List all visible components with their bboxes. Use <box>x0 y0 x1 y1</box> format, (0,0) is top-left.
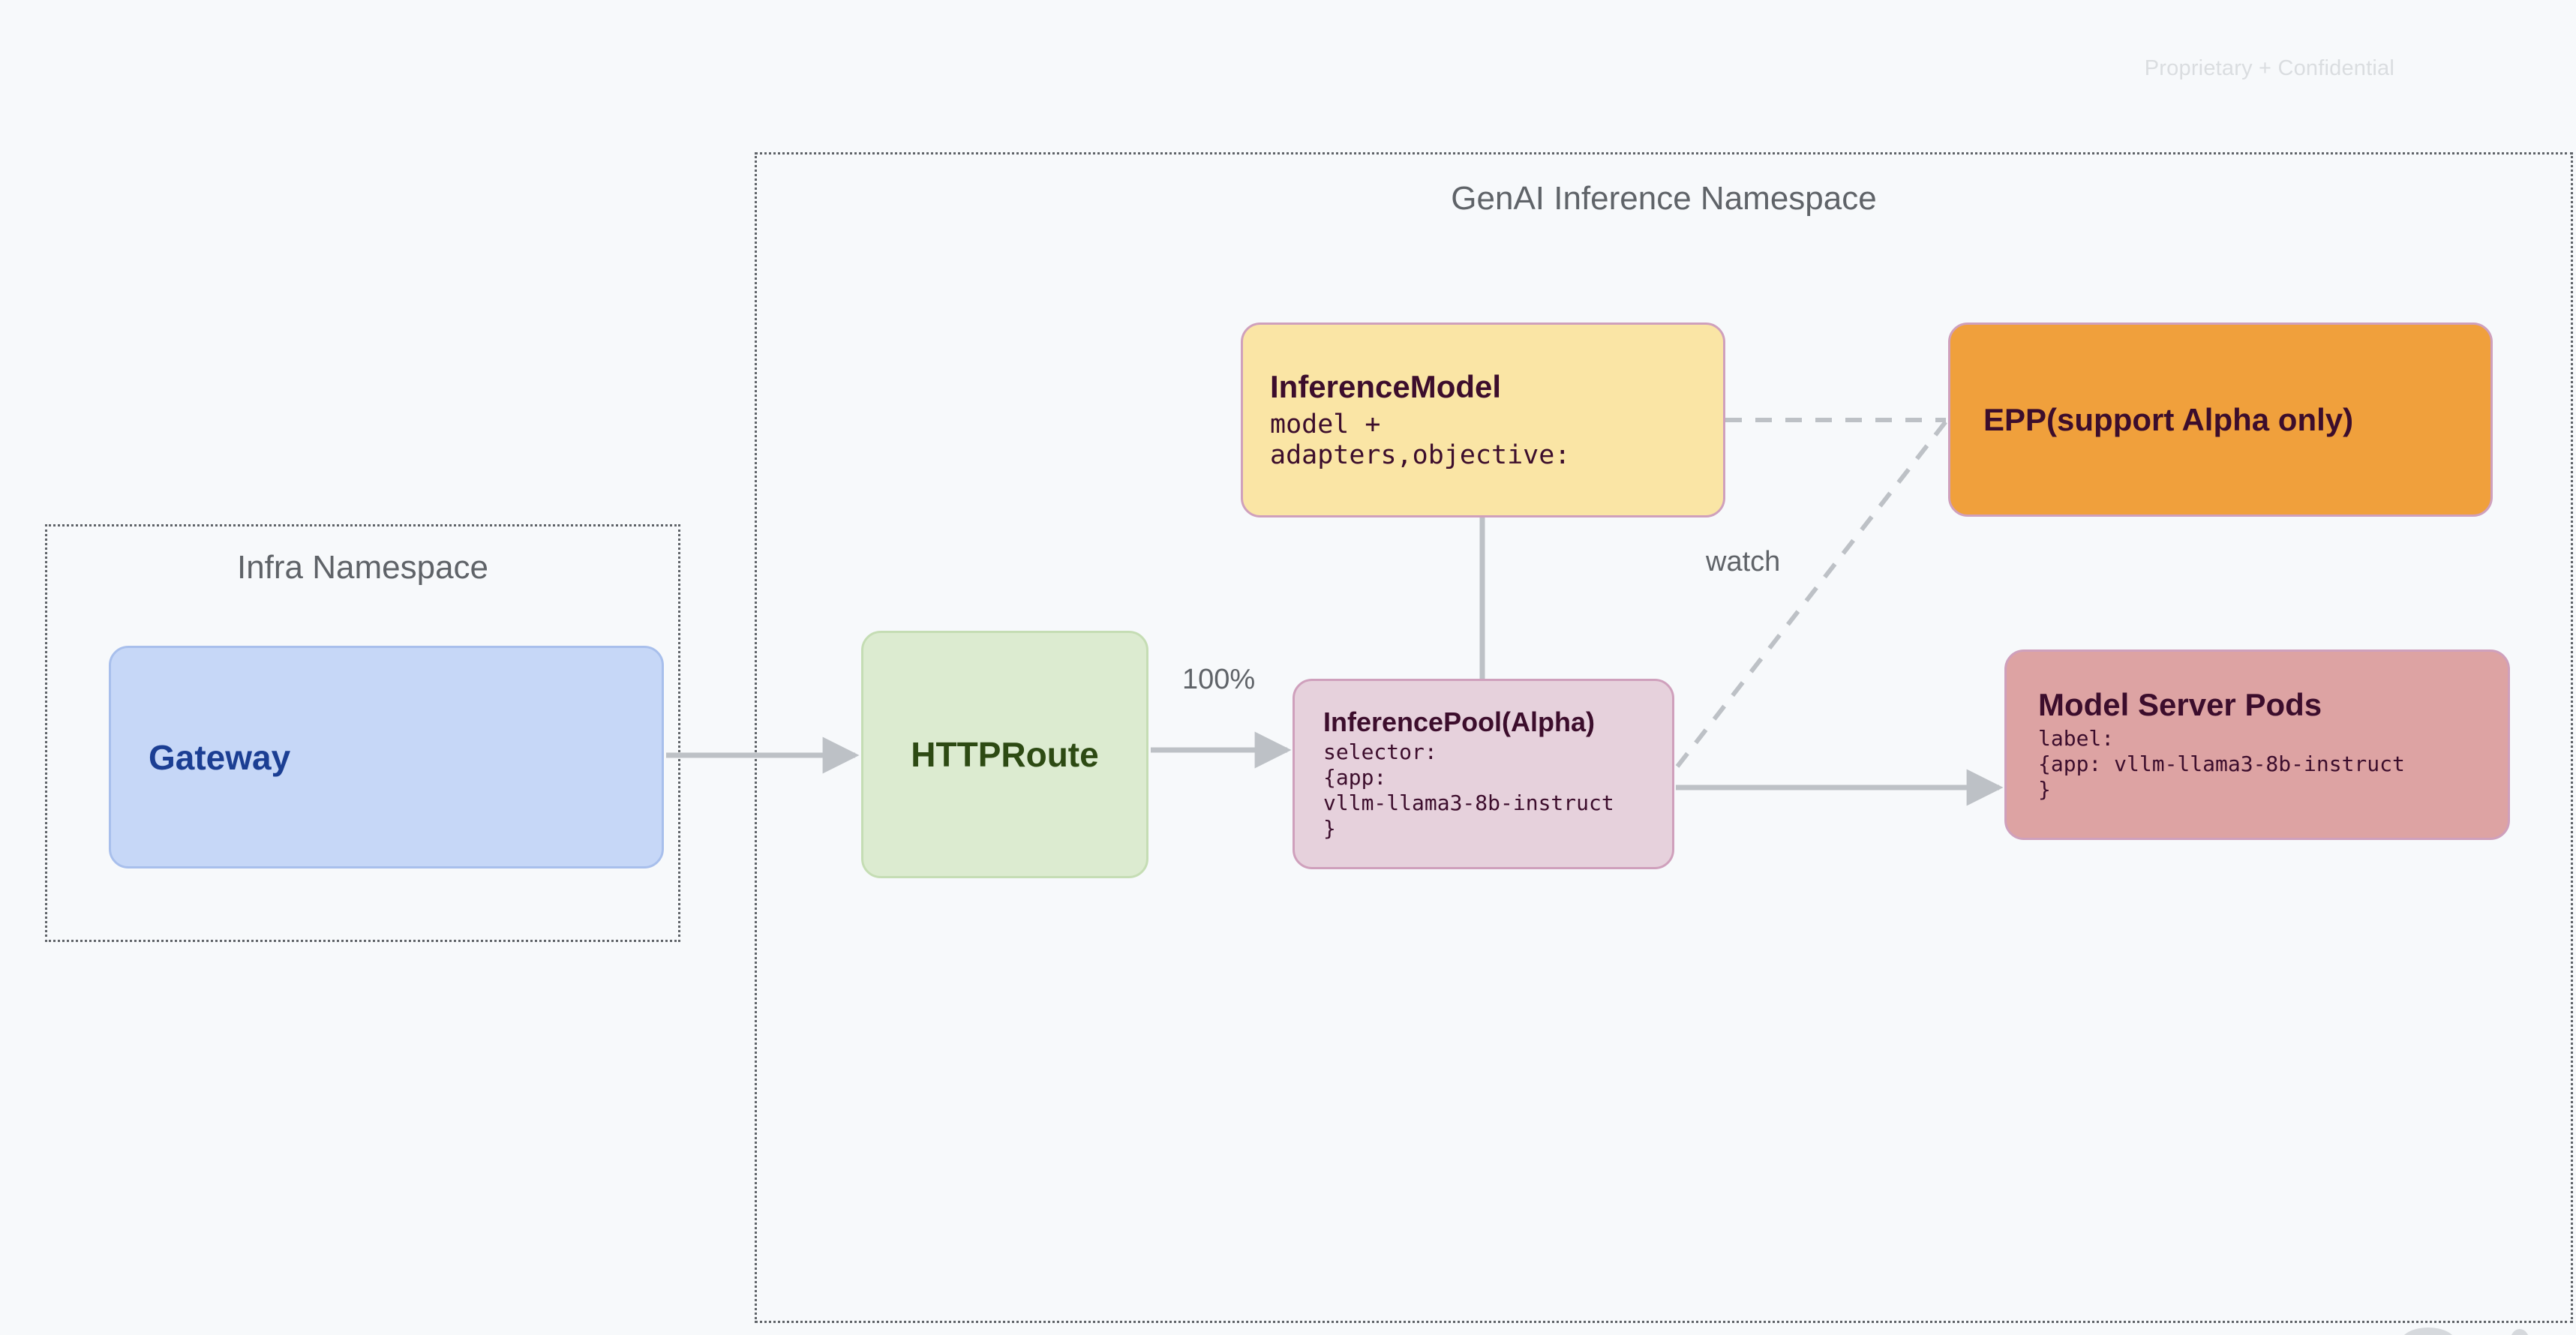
node-model-server-pods[interactable]: Model Server Pods label: {app: vllm-llam… <box>2004 650 2510 840</box>
edge-label-watch: watch <box>1706 546 1781 578</box>
node-inferencemodel-body: model + adapters,objective: <box>1270 409 1571 470</box>
node-httproute-title: HTTPRoute <box>911 735 1099 774</box>
cropped-logo-remnant <box>2397 1326 2562 1335</box>
node-inferencemodel-title: InferenceModel <box>1270 368 1502 404</box>
node-inferencepool-title: InferencePool(Alpha) <box>1323 706 1596 737</box>
node-httproute[interactable]: HTTPRoute <box>861 631 1148 878</box>
node-model-server-pods-body: label: {app: vllm-llama3-8b-instruct } <box>2038 725 2405 802</box>
node-epp-title: EPP(support Alpha only) <box>1983 401 2354 437</box>
confidential-notice: Proprietary + Confidential <box>2144 56 2394 80</box>
node-inferencepool[interactable]: InferencePool(Alpha) selector: {app: vll… <box>1293 679 1674 869</box>
node-model-server-pods-title: Model Server Pods <box>2038 686 2322 722</box>
node-gateway[interactable]: Gateway <box>109 646 664 868</box>
node-inferencepool-body: selector: {app: vllm-llama3-8b-instruct … <box>1323 739 1614 842</box>
namespace-genai-inference-title: GenAI Inference Namespace <box>1451 180 1877 217</box>
namespace-infra <box>45 524 680 942</box>
logo-remnant-shape-2 <box>2510 1329 2529 1335</box>
node-epp[interactable]: EPP(support Alpha only) <box>1948 322 2493 517</box>
edge-label-traffic-weight: 100% <box>1182 664 1256 695</box>
namespace-genai-inference <box>755 152 2573 1323</box>
logo-remnant-shape-1 <box>2400 1328 2456 1335</box>
namespace-infra-title: Infra Namespace <box>236 549 489 586</box>
node-inferencemodel[interactable]: InferenceModel model + adapters,objectiv… <box>1241 322 1725 518</box>
node-gateway-title: Gateway <box>149 737 291 777</box>
